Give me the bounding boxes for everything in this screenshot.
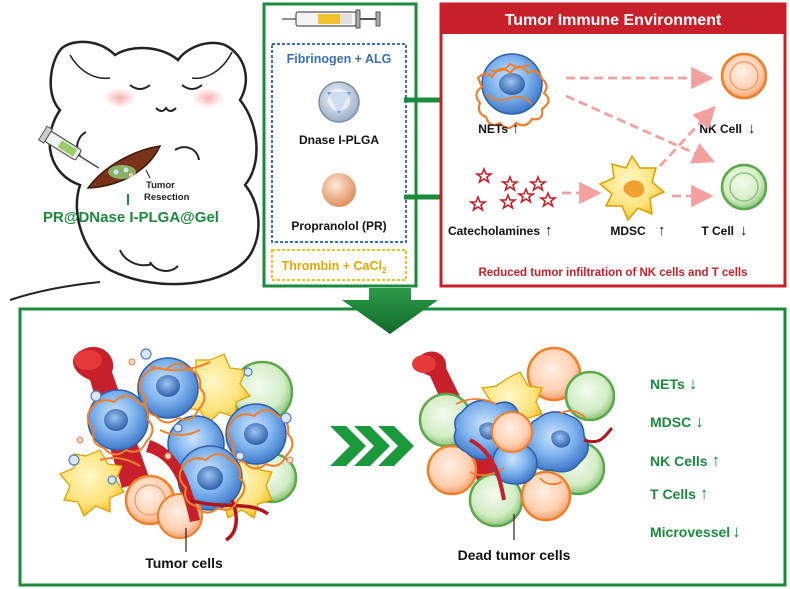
mouse-paw	[174, 146, 200, 161]
immune-panel-footer: Reduced tumor infiltration of NK cells a…	[478, 267, 747, 279]
propranolol-label: Propranolol (PR)	[291, 219, 386, 233]
tumor-cluster	[59, 346, 298, 552]
fibrinogen-label: Fibrinogen + ALG	[287, 52, 392, 66]
t-cell-label: T Cell	[701, 224, 734, 238]
treatment-chevrons	[330, 426, 414, 466]
mdsc-cell	[598, 154, 666, 222]
mouse-eye-right	[181, 84, 203, 90]
suppression-arrows	[562, 66, 716, 208]
mouse-mouth	[155, 106, 177, 112]
gel-filling	[108, 165, 136, 179]
tumor-label: Tumor	[146, 180, 175, 191]
mdsc-label: MDSC	[610, 224, 646, 238]
nets-cell	[475, 53, 550, 130]
thrombin-box	[271, 249, 407, 281]
immune-panel-title: Tumor Immune Environment	[505, 12, 722, 29]
mdsc-up-arrow: ↑	[658, 222, 666, 239]
dnase-label: Dnase I-PLGA	[299, 133, 379, 147]
outcome-item: NETs↓	[650, 374, 697, 393]
mouse-cheek-right	[192, 88, 224, 108]
immune-panel-header	[441, 4, 785, 34]
dead-tumor-cluster	[412, 346, 616, 540]
tumor-cells-label: Tumor cells	[145, 555, 223, 571]
outcome-list: NETs↓ MDSC↓ NK Cells↑ T Cells↑ Microvess…	[650, 374, 741, 541]
catecholamines-label: Catecholamines	[448, 224, 540, 238]
thrombin-label: Thrombin + CaCl2	[282, 259, 387, 275]
outcome-item: MDSC↓	[650, 412, 704, 431]
outcome-item: Microvessel↓	[650, 522, 741, 541]
mouse-eye-left	[129, 84, 151, 90]
top-syringe-icon	[282, 9, 381, 29]
outcome-item: NK Cells↑	[650, 451, 720, 470]
nk-cell-label: NK Cell	[699, 122, 742, 136]
mouse-syringe-icon	[37, 125, 100, 169]
t-cell	[720, 163, 768, 211]
nk-cell	[720, 52, 768, 100]
hydrogel-panel	[262, 2, 418, 288]
propranolol-particle	[322, 173, 356, 207]
mouse-body	[48, 40, 260, 286]
outcome-item: T Cells↑	[650, 484, 708, 503]
fibrinogen-box	[271, 43, 407, 243]
catecholamine-stars	[468, 166, 558, 212]
nets-up-arrow: ↑	[512, 120, 520, 137]
mouse-cheek-left	[104, 88, 136, 108]
gel-formulation-label: PR@DNase I-PLGA@Gel	[43, 209, 219, 226]
dead-tumor-cells-label: Dead tumor cells	[458, 547, 571, 563]
resection-label: Resection	[144, 192, 190, 203]
nets-label: NETs	[478, 122, 508, 136]
mouse-illustration	[9, 40, 260, 301]
t-cell-down-arrow: ↓	[740, 222, 748, 239]
immune-panel	[439, 2, 787, 288]
dnase-plga-particle	[318, 81, 360, 123]
nk-cell-down-arrow: ↓	[748, 120, 756, 137]
catecholamines-up-arrow: ↑	[545, 222, 553, 239]
